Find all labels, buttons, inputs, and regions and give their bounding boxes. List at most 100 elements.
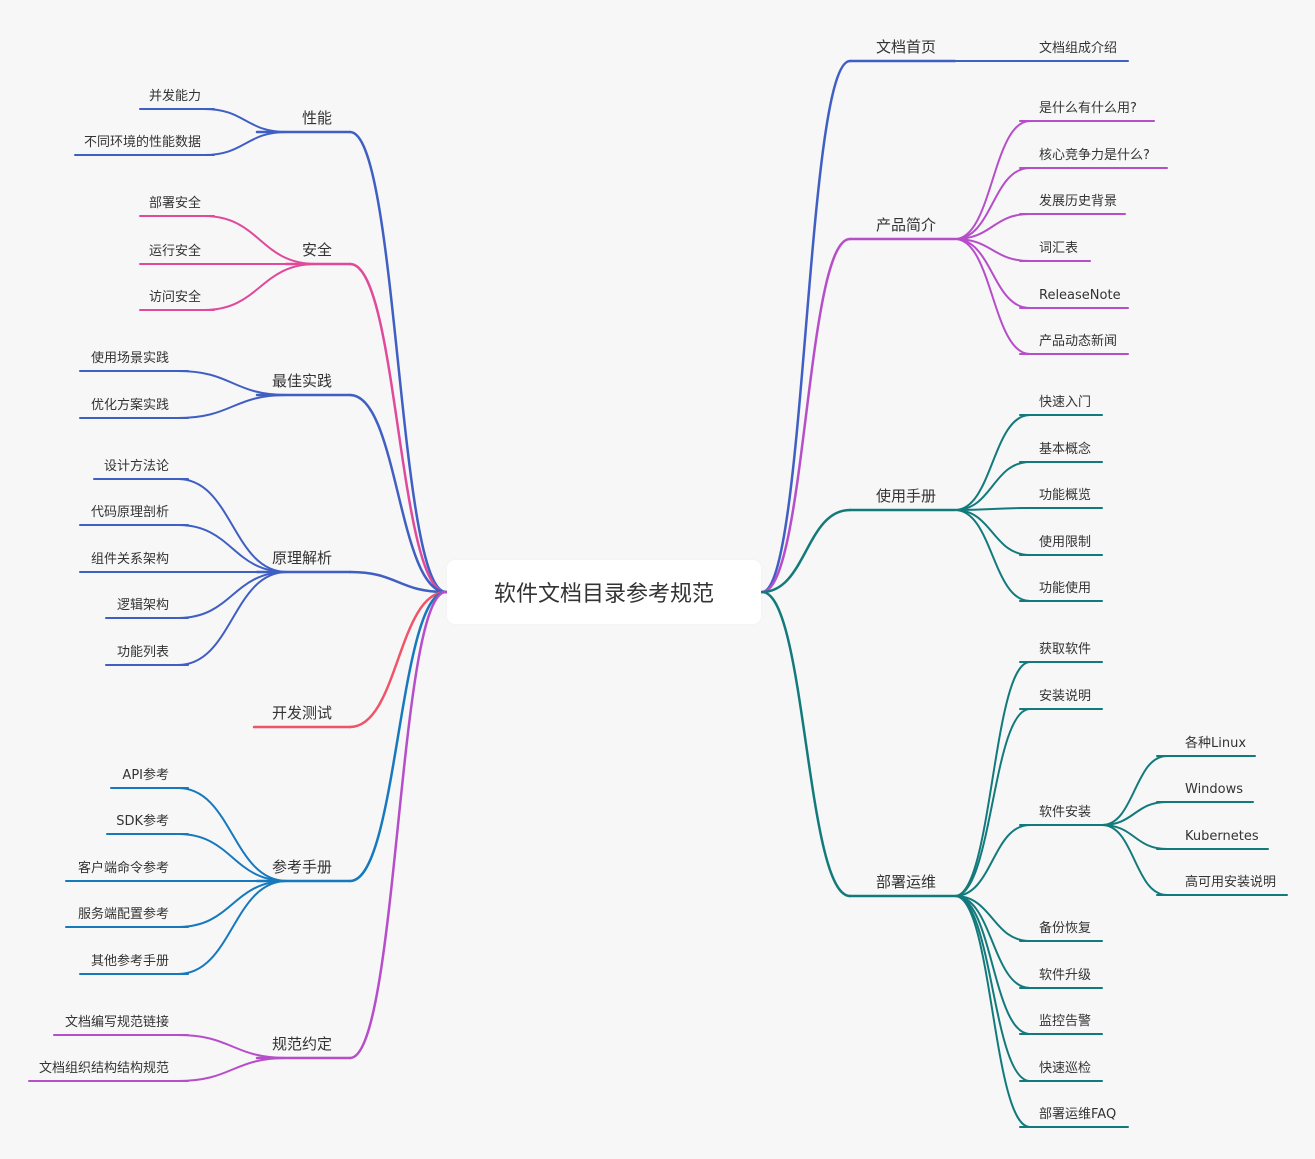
topic-3-right[interactable]: 部署运维	[876, 873, 937, 891]
connector-line	[348, 590, 448, 883]
subtopic-item[interactable]: 不同环境的性能数据	[83, 135, 201, 150]
topic-0-left[interactable]: 性能	[301, 109, 332, 127]
subtopic-item[interactable]: 代码原理剖析	[90, 505, 169, 520]
subtopic-item[interactable]: 使用场景实践	[90, 351, 169, 366]
connector-line	[348, 590, 448, 729]
connector-line	[348, 393, 448, 594]
connector-line	[348, 262, 448, 594]
connector-line	[760, 508, 852, 594]
subtopic-item[interactable]: 快速入门	[1039, 395, 1092, 410]
topic-0-right[interactable]: 文档首页	[876, 38, 937, 56]
connector-line	[177, 1057, 288, 1082]
subtopic-item[interactable]: 软件升级	[1039, 968, 1092, 983]
topic-4-left[interactable]: 开发测试	[271, 704, 332, 722]
connector-line	[954, 895, 1031, 1128]
subtopic-item[interactable]: 是什么有什么用?	[1039, 101, 1137, 116]
leaf-item[interactable]: 高可用安装说明	[1185, 875, 1277, 890]
subtopic-item[interactable]: 文档组织结构结构规范	[38, 1061, 169, 1076]
connector-line	[954, 895, 1031, 942]
connector-line	[954, 895, 1031, 1082]
connector-line	[954, 895, 1031, 1035]
leaf-item[interactable]: 各种Linux	[1185, 736, 1247, 751]
subtopic-item[interactable]: 运行安全	[148, 244, 201, 259]
subtopic-item[interactable]: 组件关系架构	[90, 552, 169, 567]
subtopic-item[interactable]: SDK参考	[116, 814, 169, 829]
connector-line	[177, 880, 288, 928]
subtopic-item[interactable]: 文档组成介绍	[1039, 41, 1118, 56]
connector-line	[203, 108, 288, 133]
subtopic-item[interactable]: 基本概念	[1039, 442, 1092, 457]
connector-line	[177, 571, 288, 619]
root-topic[interactable]: 软件文档目录参考规范	[447, 560, 761, 624]
subtopic-item[interactable]: 访问安全	[148, 290, 201, 305]
leaf-item[interactable]: Windows	[1185, 782, 1244, 797]
topic-1-right[interactable]: 产品简介	[876, 216, 937, 234]
subtopic-item[interactable]: 软件安装	[1039, 805, 1092, 820]
connector-line	[177, 524, 288, 573]
connector-line	[954, 414, 1031, 511]
connector-line	[760, 59, 852, 594]
connector-line	[954, 238, 1031, 309]
connector-line	[954, 238, 1031, 355]
subtopic-item[interactable]: 备份恢复	[1039, 921, 1092, 936]
connector-line	[203, 215, 317, 265]
connector-line	[954, 661, 1031, 897]
connector-line	[954, 509, 1031, 556]
connector-line	[348, 130, 448, 594]
subtopic-item[interactable]: 功能概览	[1039, 488, 1092, 503]
connector-line	[954, 120, 1031, 240]
leaf-item[interactable]: Kubernetes	[1185, 829, 1259, 844]
subtopic-item[interactable]: 优化方案实践	[90, 398, 169, 413]
topic-3-left[interactable]: 原理解析	[271, 549, 332, 567]
connector-line	[954, 895, 1031, 989]
subtopic-item[interactable]: 逻辑架构	[116, 598, 169, 613]
subtopic-item[interactable]: 快速巡检	[1039, 1061, 1092, 1076]
connector-line	[177, 370, 288, 396]
subtopic-item[interactable]: 核心竞争力是什么?	[1039, 148, 1150, 163]
subtopic-item[interactable]: 设计方法论	[103, 459, 169, 474]
subtopic-item[interactable]: 部署安全	[148, 196, 201, 211]
subtopic-item[interactable]: 其他参考手册	[90, 954, 169, 969]
subtopic-item[interactable]: 功能列表	[116, 645, 169, 660]
connector-line	[177, 1034, 288, 1059]
subtopic-item[interactable]: 部署运维FAQ	[1039, 1107, 1117, 1122]
subtopic-item[interactable]: 获取软件	[1039, 642, 1092, 657]
connector-line	[954, 824, 1031, 897]
subtopic-item[interactable]: 词汇表	[1039, 241, 1079, 256]
subtopic-item[interactable]: 监控告警	[1039, 1014, 1092, 1029]
topic-2-right[interactable]: 使用手册	[876, 487, 937, 505]
subtopic-item[interactable]: 功能使用	[1039, 581, 1092, 596]
connector-line	[177, 394, 288, 419]
subtopic-item[interactable]: 服务端配置参考	[77, 907, 169, 922]
subtopic-item[interactable]: 客户端命令参考	[77, 861, 169, 876]
connector-line	[954, 167, 1031, 240]
topic-2-left[interactable]: 最佳实践	[271, 372, 332, 390]
connector-line	[348, 590, 448, 1060]
connector-line	[1101, 755, 1168, 826]
connector-line	[760, 590, 852, 898]
subtopic-item[interactable]: ReleaseNote	[1039, 288, 1121, 303]
topic-5-left[interactable]: 参考手册	[271, 858, 332, 876]
connector-line	[1101, 824, 1168, 896]
subtopic-item[interactable]: 安装说明	[1039, 689, 1092, 704]
connector-line	[177, 880, 288, 975]
subtopic-item[interactable]: 并发能力	[148, 89, 201, 104]
topic-6-left[interactable]: 规范约定	[271, 1035, 332, 1053]
subtopic-item[interactable]: 使用限制	[1039, 535, 1092, 550]
subtopic-item[interactable]: 文档编写规范链接	[64, 1015, 169, 1030]
connector-line	[177, 787, 288, 882]
connector-line	[203, 131, 288, 156]
connector-line	[760, 237, 852, 594]
connector-line	[954, 708, 1031, 897]
subtopic-item[interactable]: 产品动态新闻	[1039, 334, 1118, 349]
subtopic-item[interactable]: 发展历史背景	[1039, 194, 1118, 209]
connector-line	[348, 570, 448, 594]
subtopic-item[interactable]: API参考	[122, 768, 169, 783]
connector-line	[177, 478, 288, 573]
connector-line	[954, 461, 1031, 511]
topic-1-left[interactable]: 安全	[301, 241, 332, 259]
connector-line	[954, 509, 1031, 602]
connector-line	[177, 571, 288, 666]
connector-line	[203, 263, 317, 311]
